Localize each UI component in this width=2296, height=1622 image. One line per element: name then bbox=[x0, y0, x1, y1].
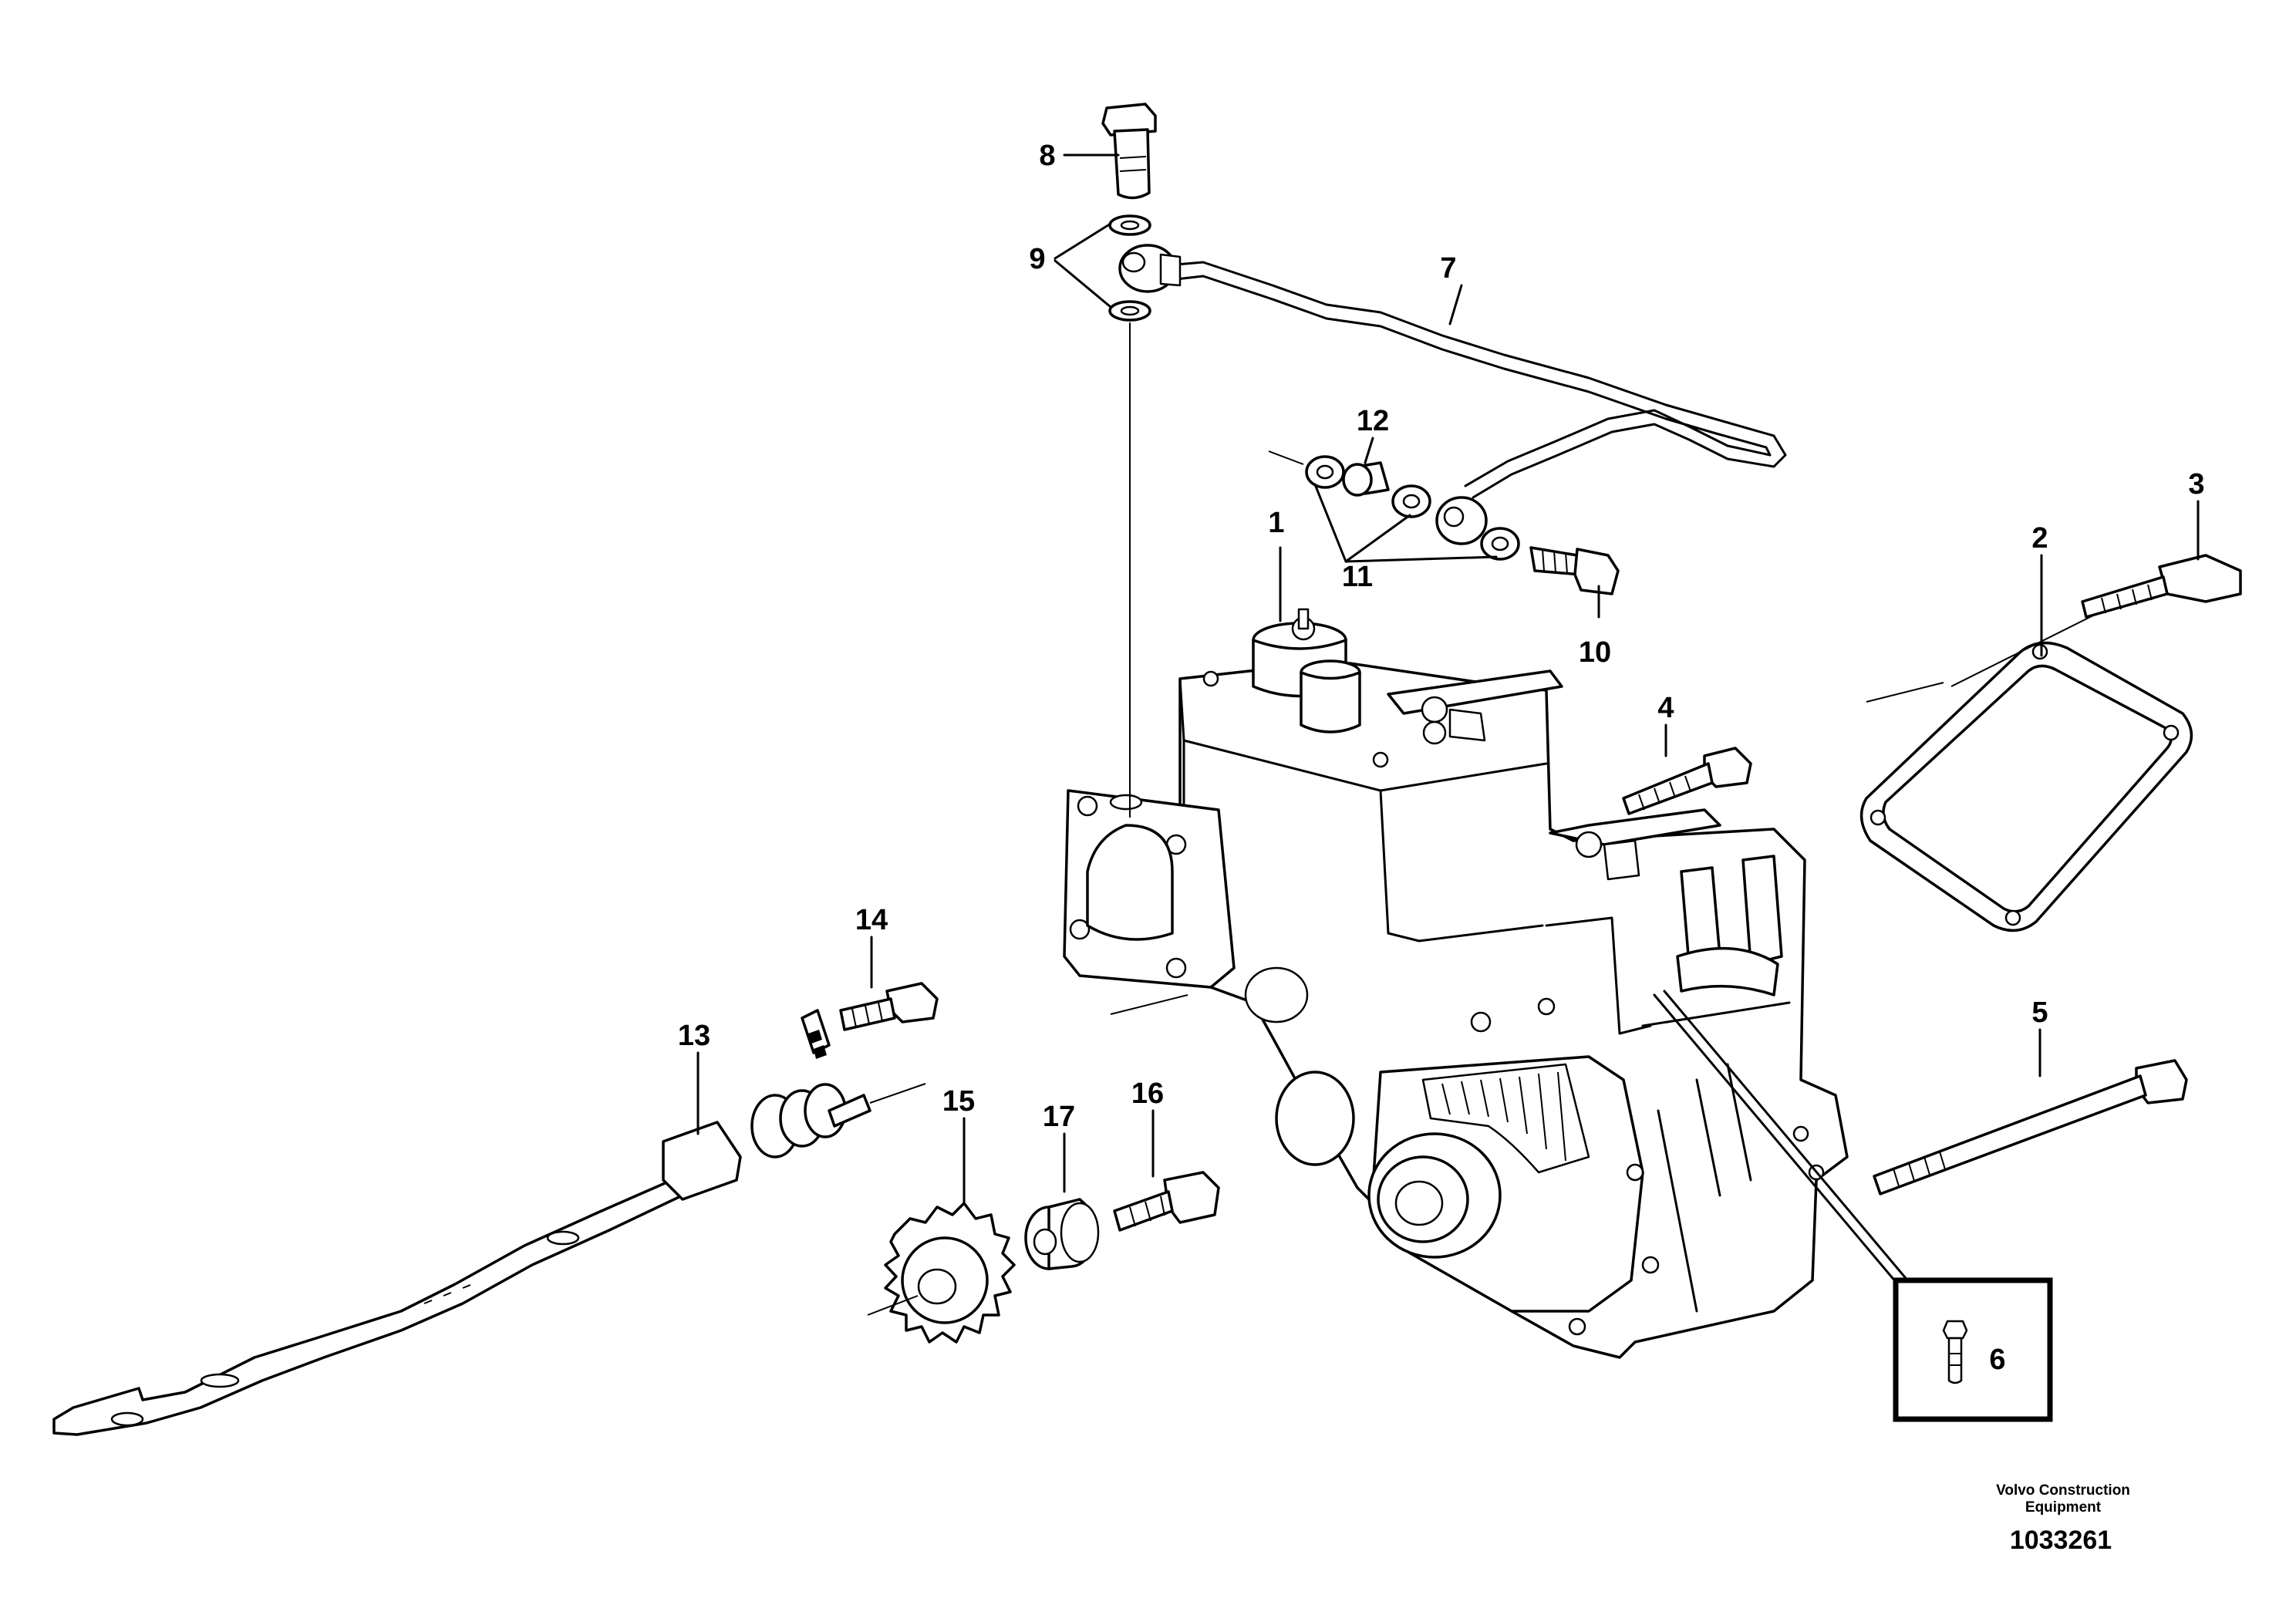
callout-14: 14 bbox=[855, 904, 888, 936]
fuel-pipe bbox=[1175, 261, 1787, 499]
callout-9: 9 bbox=[1029, 243, 1045, 275]
callout-15: 15 bbox=[942, 1085, 975, 1118]
callout-4: 4 bbox=[1657, 692, 1674, 724]
manufacturer-credit-line-1: Volvo Construction bbox=[1996, 1482, 2130, 1499]
callout-7: 7 bbox=[1440, 252, 1456, 285]
callout-10: 10 bbox=[1579, 636, 1611, 669]
long-mounting-bolt bbox=[1873, 1059, 2188, 1195]
drive-gear bbox=[867, 1202, 1016, 1344]
callout-3: 3 bbox=[2188, 468, 2204, 501]
bushing bbox=[1024, 1198, 1100, 1270]
gear-screw bbox=[1113, 1171, 1220, 1232]
detail-box bbox=[1893, 1277, 2053, 1422]
callout-8: 8 bbox=[1039, 140, 1055, 172]
callout-13: 13 bbox=[678, 1020, 710, 1052]
lower-banjo-joint bbox=[1305, 455, 1620, 595]
callout-6: 6 bbox=[1989, 1344, 2005, 1376]
callout-1: 1 bbox=[1268, 507, 1284, 539]
callout-12: 12 bbox=[1357, 405, 1389, 437]
callout-numbers: 1 2 3 4 5 6 7 8 9 10 11 12 13 14 15 16 1… bbox=[678, 140, 2205, 1376]
governor-rod-assembly bbox=[52, 1009, 926, 1436]
actuator-screw bbox=[839, 982, 939, 1031]
callout-16: 16 bbox=[1131, 1077, 1164, 1110]
pump-housing bbox=[1063, 608, 1849, 1359]
leader-lines bbox=[696, 153, 2200, 1283]
gasket bbox=[1859, 641, 2193, 932]
cover-screw bbox=[1622, 747, 1752, 815]
callout-17: 17 bbox=[1043, 1101, 1075, 1133]
callout-5: 5 bbox=[2031, 996, 2048, 1029]
callout-2: 2 bbox=[2031, 522, 2048, 555]
document-number: 1033261 bbox=[2010, 1526, 2112, 1555]
callout-11: 11 bbox=[1342, 561, 1373, 593]
gasket-screw bbox=[2081, 554, 2242, 619]
manufacturer-credit-line-2: Equipment bbox=[2025, 1499, 2102, 1516]
banjo-bolt bbox=[1101, 103, 1157, 200]
title-block: Volvo Construction Equipment 1033261 bbox=[1996, 1482, 2130, 1555]
banjo-fitting-top bbox=[1118, 244, 1182, 293]
